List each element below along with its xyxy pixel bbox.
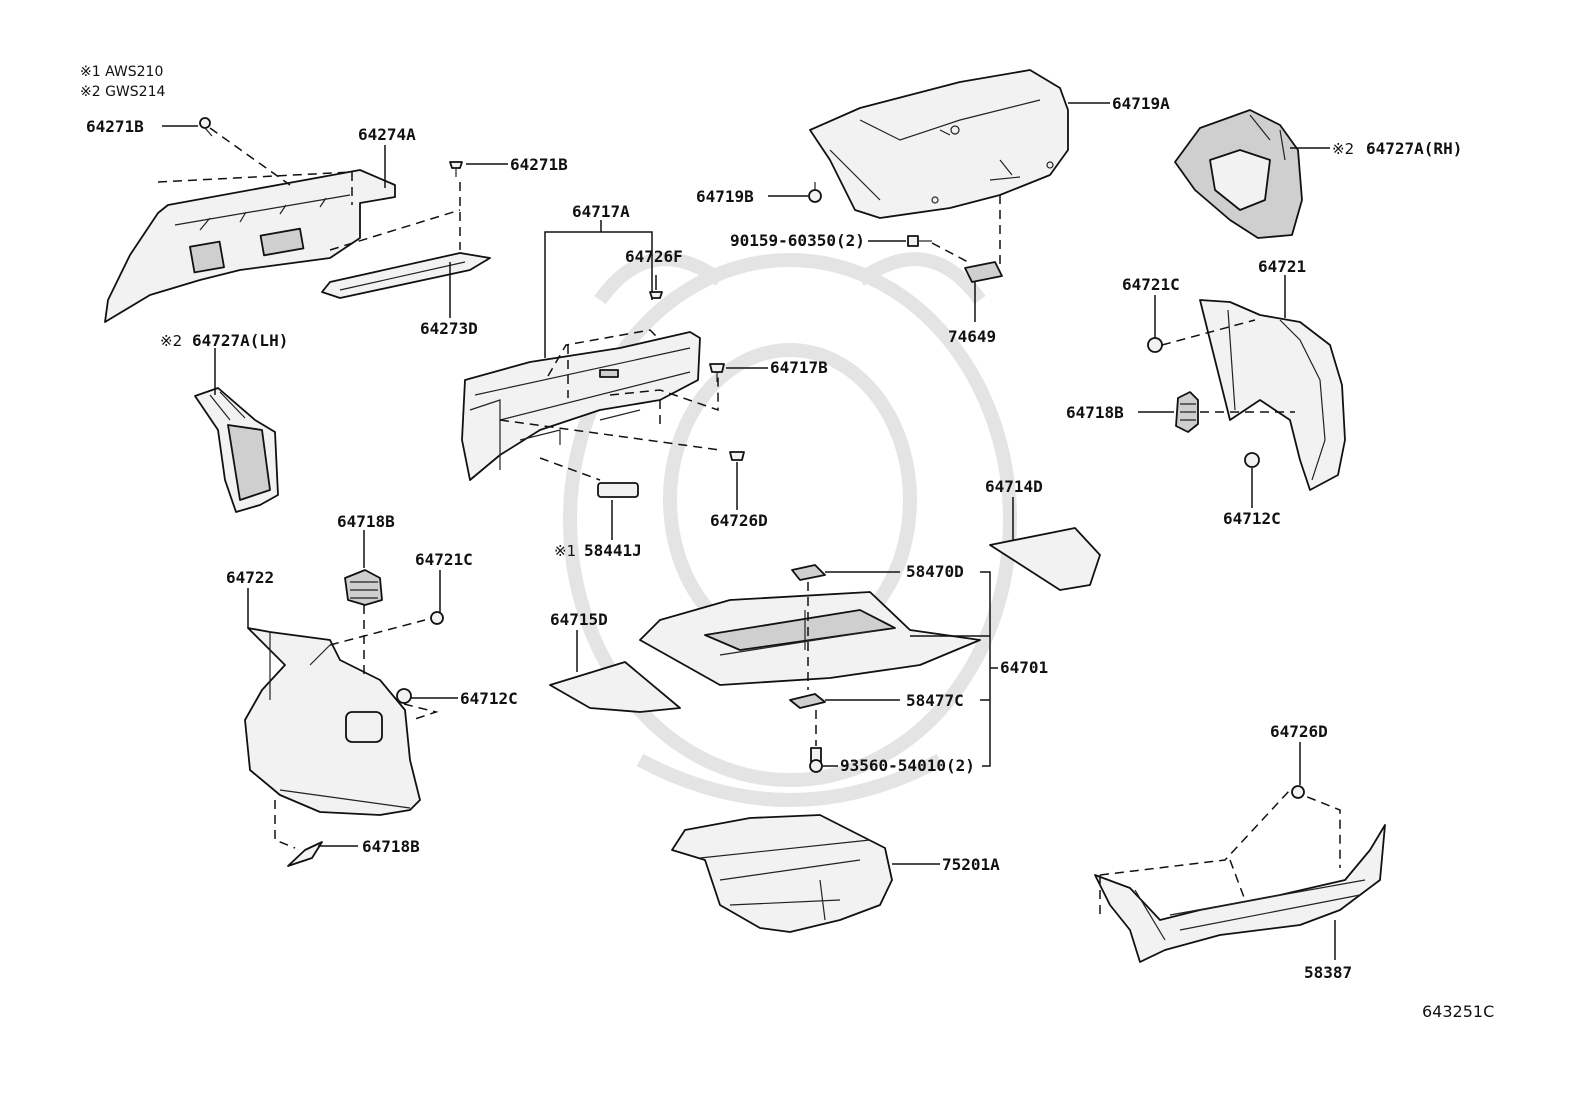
label-64274A: 64274A: [358, 125, 416, 144]
clip-64717B-icon: [709, 363, 725, 382]
clip-58477C-icon: [789, 693, 826, 709]
label-64271B: 64271B: [510, 155, 568, 174]
footnote-mark-1: ※1: [554, 542, 576, 560]
label-64727A-LH: 64727A(LH): [192, 331, 288, 350]
dashed-guide: [1161, 319, 1256, 346]
dashed-guide: [329, 182, 461, 251]
clip-64726F-icon: [649, 291, 663, 299]
label-64719A: 64719A: [1112, 94, 1170, 113]
part-64274A-panel: [104, 169, 396, 323]
part-64727A-LH: [194, 387, 279, 513]
clip-64271B-icon: [449, 161, 463, 177]
label-64718B: 64718B: [1066, 403, 1124, 422]
clip-64712C-icon: [396, 688, 412, 704]
part-64718B-cover: [287, 841, 323, 867]
label-90159-60350: 90159-60350(2): [730, 231, 865, 250]
dashed-guide: [157, 127, 353, 205]
bolt-93560-icon: [809, 747, 823, 773]
part-58387-sill: [1094, 824, 1386, 963]
label-74649: 74649: [948, 327, 996, 346]
clip-64721C-icon: [430, 611, 444, 625]
clip-58470D-icon: [791, 564, 826, 581]
part-64273D-strip: [321, 252, 491, 299]
clip-64726D-icon: [729, 451, 745, 461]
part-58441J-pad: [597, 482, 639, 498]
clip-64719B-icon: [808, 182, 822, 203]
leader-line: [544, 220, 653, 358]
label-64718B: 64718B: [337, 512, 395, 531]
part-64719A-lid: [809, 69, 1069, 219]
label-75201A: 75201A: [942, 855, 1000, 874]
part-75201A-tray: [671, 814, 893, 933]
label-64271B: 64271B: [86, 117, 144, 136]
note-gws214: ※2 GWS214: [80, 84, 165, 100]
dashed-guide: [499, 329, 721, 481]
label-64718B: 64718B: [362, 837, 420, 856]
dashed-guide: [329, 605, 426, 680]
part-64701-deck-board: [639, 591, 981, 686]
clip-64726D-icon: [1291, 785, 1305, 799]
clip-64271B-icon: [199, 117, 213, 137]
catalog-number: 643251C: [1422, 1002, 1494, 1021]
label-64721: 64721: [1258, 257, 1306, 276]
dashed-guide: [274, 800, 296, 849]
label-64273D: 64273D: [420, 319, 478, 338]
part-64715D-board: [549, 661, 681, 713]
watermark-emblem: [563, 252, 1017, 807]
label-64722: 64722: [226, 568, 274, 587]
label-64719B: 64719B: [696, 187, 754, 206]
label-64721C: 64721C: [415, 550, 473, 569]
clip-64721C-icon: [1147, 337, 1163, 353]
label-64717B: 64717B: [770, 358, 828, 377]
label-64715D: 64715D: [550, 610, 608, 629]
label-64726D: 64726D: [1270, 722, 1328, 741]
part-64727A-RH: [1174, 109, 1303, 239]
label-64712C: 64712C: [460, 689, 518, 708]
footnote-mark-2: ※2: [1332, 140, 1354, 158]
dashed-guide: [1099, 789, 1341, 920]
label-64727A-RH: 64727A(RH): [1366, 139, 1462, 158]
part-64714D-board: [989, 527, 1101, 591]
label-64721C: 64721C: [1122, 275, 1180, 294]
clip-64712C-icon: [1244, 452, 1260, 468]
label-93560-54010: 93560-54010(2): [840, 756, 975, 775]
grille-64718B-icon: [344, 569, 383, 606]
label-58387: 58387: [1304, 963, 1352, 982]
footnote-mark-2: ※2: [160, 332, 182, 350]
dashed-guide: [403, 703, 439, 721]
label-64726D: 64726D: [710, 511, 768, 530]
label-64717A: 64717A: [572, 202, 630, 221]
label-58477C: 58477C: [906, 691, 964, 710]
label-64726F: 64726F: [625, 247, 683, 266]
label-64712C: 64712C: [1223, 509, 1281, 528]
label-64714D: 64714D: [985, 477, 1043, 496]
grille-64718B-icon: [1175, 391, 1199, 433]
label-58441J: 58441J: [584, 541, 642, 560]
label-64701: 64701: [1000, 658, 1048, 677]
part-64722-liner: [244, 627, 421, 816]
part-74649-handle: [964, 261, 1003, 283]
part-64721-liner: [1199, 299, 1346, 491]
label-58470D: 58470D: [906, 562, 964, 581]
note-aws210: ※1 AWS210: [80, 64, 163, 80]
bolt-90159-icon: [907, 235, 932, 247]
leader-bracket: [910, 571, 998, 767]
